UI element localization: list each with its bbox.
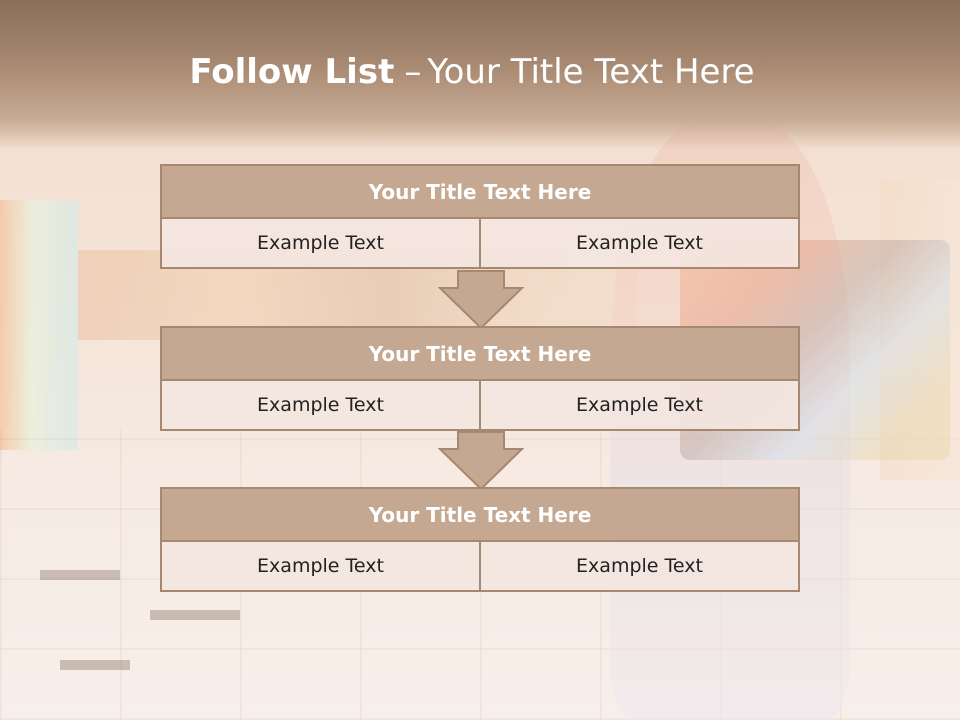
- step-title-3: Your Title Text Here: [160, 487, 800, 542]
- slide-title-dash: –: [404, 52, 422, 92]
- slide-title-rest: Your Title Text Here: [427, 52, 755, 92]
- step-2-left-text: Example Text: [160, 381, 481, 431]
- background-right-store: [880, 180, 960, 480]
- down-arrow-icon: [438, 431, 524, 491]
- step-1-left-text: Example Text: [160, 219, 481, 269]
- step-block-3: Your Title Text Here Example Text Exampl…: [160, 487, 800, 592]
- step-cells-1: Example Text Example Text: [160, 219, 800, 269]
- step-3-right-text: Example Text: [481, 542, 800, 592]
- slide-title-bold: Follow List: [189, 52, 395, 92]
- step-title-2: Your Title Text Here: [160, 326, 800, 381]
- step-cells-3: Example Text Example Text: [160, 542, 800, 592]
- step-1-right-text: Example Text: [481, 219, 800, 269]
- down-arrow-icon: [438, 270, 524, 330]
- step-cells-2: Example Text Example Text: [160, 381, 800, 431]
- background-store-panel: [0, 200, 78, 450]
- step-block-2: Your Title Text Here Example Text Exampl…: [160, 326, 800, 431]
- header-band: [0, 0, 960, 150]
- step-2-right-text: Example Text: [481, 381, 800, 431]
- step-block-1: Your Title Text Here Example Text Exampl…: [160, 164, 800, 269]
- step-title-1: Your Title Text Here: [160, 164, 800, 219]
- slide-title: Follow List–Your Title Text Here: [0, 52, 944, 92]
- step-3-left-text: Example Text: [160, 542, 481, 592]
